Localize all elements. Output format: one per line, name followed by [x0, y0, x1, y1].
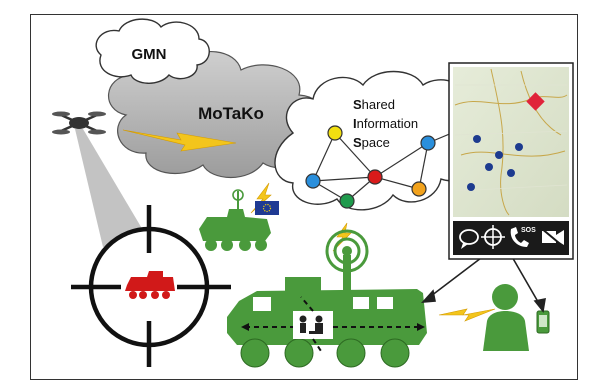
network-node-blue-left: [305, 173, 321, 189]
small-vehicle-icon: [199, 189, 271, 251]
network-node-orange: [411, 181, 427, 197]
network-node-blue-right: [420, 135, 436, 151]
gmn-cloud: [95, 18, 210, 84]
network-node-yellow: [327, 125, 343, 141]
lightning-vehicle-icon: [250, 182, 272, 214]
antenna-icon: [325, 229, 369, 291]
phone-map-panel[interactable]: SOS: [448, 62, 574, 260]
shared-space-line-2: Information: [353, 116, 418, 131]
map-markers-blue: [467, 135, 523, 191]
crosshair-icon[interactable]: [481, 225, 505, 249]
lightning-soldier-icon: [438, 308, 496, 322]
shared-space-line-1: Shared: [353, 97, 395, 112]
drone-view-cone: [75, 129, 147, 247]
command-vehicle-icon: [227, 277, 427, 368]
map-marker-red: [526, 92, 545, 111]
soldier-icon: [483, 284, 529, 351]
eu-flag-icon: [255, 201, 279, 215]
shared-space-line-3: Space: [353, 135, 390, 150]
drone-icon: [52, 111, 106, 135]
chat-icon[interactable]: [459, 229, 479, 249]
video-camera-icon[interactable]: [540, 227, 566, 249]
diagram-frame: GMN MoTaKo Shared Information Space: [30, 14, 578, 380]
lightning-antenna-icon: [332, 222, 352, 252]
network-node-green: [339, 193, 355, 209]
network-node-red: [367, 169, 383, 185]
lightning-drone-icon: [122, 129, 237, 152]
gmn-label: GMN: [132, 46, 167, 63]
diagram-canvas: GMN MoTaKo Shared Information Space: [52, 18, 574, 368]
motako-label: MoTaKo: [198, 104, 264, 123]
enemy-vehicle-icon: [125, 271, 175, 299]
sos-label: SOS: [521, 227, 536, 234]
sos-call-icon[interactable]: SOS: [510, 227, 536, 247]
handheld-device-icon: [536, 310, 550, 334]
phone-arrows: [421, 254, 546, 313]
